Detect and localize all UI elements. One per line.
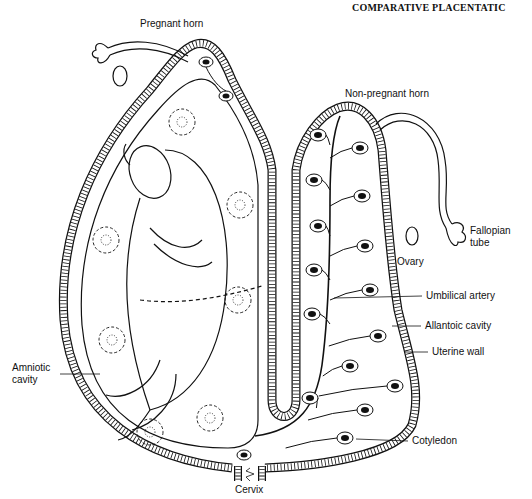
cotyledon	[310, 129, 326, 141]
cotyledon-dashed	[197, 405, 223, 431]
umbilical-artery	[255, 116, 340, 436]
part-label: Ovary	[397, 256, 424, 268]
vessel-branch	[323, 366, 342, 376]
vessel-branch	[322, 270, 330, 280]
vessel-branch	[330, 246, 357, 256]
cotyledon	[352, 142, 368, 154]
cotyledon-core-dashed	[101, 235, 111, 245]
part-label: Non-pregnant horn	[345, 88, 429, 100]
cotyledon-dashed	[99, 327, 125, 353]
cotyledon	[237, 450, 251, 460]
cotyledon	[306, 264, 322, 276]
uterine-wall-hatch	[63, 43, 415, 468]
cotyledon-core	[374, 333, 382, 339]
left-fallopian-tube	[92, 42, 188, 63]
cotyledon-core-dashed	[233, 295, 243, 305]
cotyledon	[304, 308, 320, 320]
cotyledon-core	[341, 435, 349, 441]
vessel-branch	[329, 336, 370, 346]
cotyledon-dashed	[137, 419, 163, 445]
cotyledon	[357, 404, 373, 416]
cotyledon	[342, 360, 358, 372]
vessel-branch	[330, 196, 354, 206]
cotyledon-core	[366, 287, 374, 293]
cotyledon-dashed	[225, 287, 251, 313]
cotyledon-core	[356, 145, 364, 151]
uterine-wall-inner	[63, 43, 415, 468]
vessel-branch	[319, 386, 387, 396]
cotyledon	[219, 91, 233, 101]
part-label: Amniotic cavity	[12, 362, 62, 386]
cotyledon-dashed	[93, 227, 119, 253]
cotyledon-core-dashed	[205, 413, 215, 423]
cotyledon-core	[361, 407, 369, 413]
cotyledon-core	[203, 60, 210, 65]
cotyledon-core	[308, 311, 316, 317]
part-label: Umbilical artery	[426, 290, 495, 302]
cotyledon-core	[358, 193, 366, 199]
cotyledon-core	[310, 267, 318, 273]
right-ovary	[406, 227, 418, 245]
part-label: Uterine wall	[432, 346, 484, 358]
cotyledon	[302, 392, 318, 404]
cotyledon-core	[346, 363, 354, 369]
vessel-branch	[308, 410, 357, 420]
cotyledon-core	[310, 177, 318, 183]
vessel-branch	[322, 180, 330, 190]
cotyledon-core	[361, 243, 369, 249]
part-label: Fallopian tube	[470, 225, 520, 249]
cotyledons	[93, 57, 403, 460]
cotyledon-core-dashed	[235, 200, 245, 210]
fetus	[106, 140, 262, 440]
cotyledon	[306, 174, 322, 186]
left-ovary	[113, 66, 127, 86]
cotyledon-dashed	[169, 109, 195, 135]
cotyledon-core	[314, 132, 322, 138]
cotyledon	[199, 57, 213, 67]
cotyledon	[370, 330, 386, 342]
cotyledon-core-dashed	[145, 427, 155, 437]
part-label: Cotyledon	[412, 435, 457, 447]
cotyledon-dashed	[227, 192, 253, 218]
part-label: Cervix	[235, 484, 263, 496]
cotyledon-core-dashed	[107, 335, 117, 345]
vessel-branch	[326, 226, 330, 236]
running-head: COMPARATIVE PLACENTATIC	[352, 2, 506, 14]
cotyledon-core	[223, 94, 230, 99]
vessel-branch	[326, 135, 330, 145]
vessel-branch	[330, 290, 362, 300]
cotyledon-core	[241, 453, 248, 458]
cotyledon	[354, 190, 370, 202]
part-label: Pregnant horn	[140, 18, 203, 30]
cotyledon-core	[391, 383, 399, 389]
vessel-branch	[206, 67, 226, 91]
vessel-branch	[320, 314, 330, 324]
cotyledon	[310, 220, 326, 232]
right-fallopian-tube	[376, 113, 465, 245]
cotyledon-core	[306, 395, 314, 401]
amnion	[81, 79, 258, 448]
vessel-branch	[286, 438, 337, 448]
part-label: Allantoic cavity	[425, 320, 491, 332]
cotyledon	[337, 432, 353, 444]
cervix	[238, 466, 262, 481]
cotyledon	[357, 240, 373, 252]
cotyledon	[362, 284, 378, 296]
cotyledon-core	[314, 223, 322, 229]
vessel-branch	[330, 148, 352, 158]
cotyledon-core-dashed	[177, 117, 187, 127]
leader-lines	[60, 296, 428, 441]
uterine-wall	[63, 43, 415, 468]
cotyledon	[387, 380, 403, 392]
